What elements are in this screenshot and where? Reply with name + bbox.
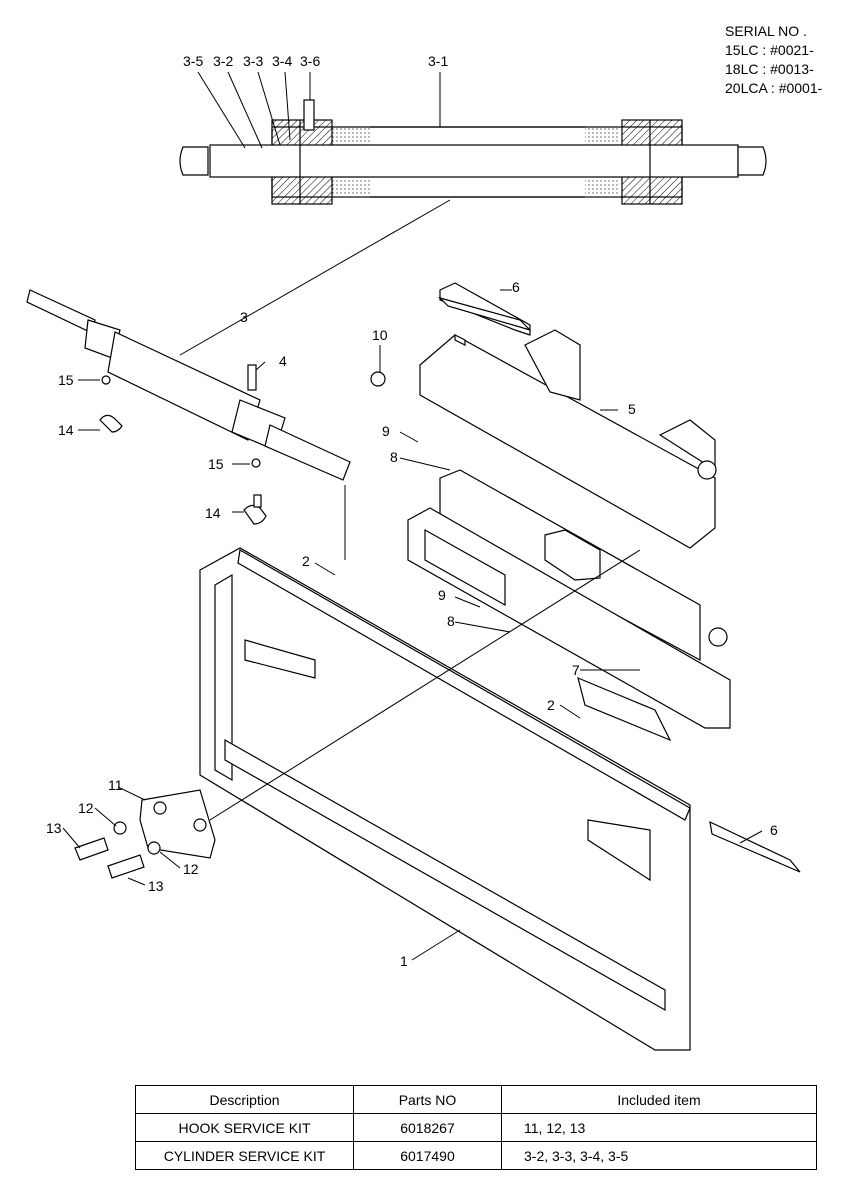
row-included-item: 11, 12, 13 bbox=[501, 1113, 817, 1142]
callout-3-2: 3-2 bbox=[213, 53, 233, 69]
hook-assembly bbox=[74, 296, 801, 879]
callout-4: 4 bbox=[279, 353, 287, 369]
callout-3-6: 3-6 bbox=[300, 53, 320, 69]
callout-7: 7 bbox=[572, 662, 580, 678]
callout-15-lower: 15 bbox=[208, 456, 224, 472]
row-included-item: 3-2, 3-3, 3-4, 3-5 bbox=[501, 1141, 817, 1170]
serial-number-block: SERIAL NO . 15LC : #0021- 18LC : #0013- … bbox=[725, 22, 822, 98]
carriage-plate bbox=[407, 469, 731, 742]
table-header-row: Description Parts NO Included item bbox=[135, 1085, 817, 1114]
callout-6-top: 6 bbox=[512, 279, 520, 295]
table-row: HOOK SERVICE KIT 6018267 11, 12, 13 bbox=[135, 1113, 817, 1142]
serial-line-18lc: 18LC : #0013- bbox=[725, 61, 814, 77]
callout-11: 11 bbox=[108, 777, 123, 793]
callout-3-4: 3-4 bbox=[272, 53, 292, 69]
leader-lines bbox=[62, 71, 763, 961]
callout-labels: 3-5 3-2 3-3 3-4 3-6 3-1 3 6 10 4 5 15 14… bbox=[46, 53, 778, 969]
header-included-item: Included item bbox=[501, 1085, 817, 1114]
callout-3-5: 3-5 bbox=[183, 53, 203, 69]
callout-8-lower: 8 bbox=[447, 613, 455, 629]
callout-15-upper: 15 bbox=[58, 372, 74, 388]
row-description: CYLINDER SERVICE KIT bbox=[135, 1141, 354, 1170]
callout-2-upper: 2 bbox=[302, 553, 310, 569]
cylinder-detail-section bbox=[179, 99, 767, 205]
callout-8-upper: 8 bbox=[390, 449, 398, 465]
row-description: HOOK SERVICE KIT bbox=[135, 1113, 354, 1142]
callout-5: 5 bbox=[628, 401, 636, 417]
callout-13-lower: 13 bbox=[148, 878, 164, 894]
callout-10: 10 bbox=[372, 327, 388, 343]
callout-3: 3 bbox=[240, 309, 248, 325]
callout-14-lower: 14 bbox=[205, 505, 221, 521]
callout-9-lower: 9 bbox=[438, 587, 446, 603]
callout-13-upper: 13 bbox=[46, 820, 62, 836]
callout-9-upper: 9 bbox=[382, 423, 390, 439]
callout-2-lower: 2 bbox=[547, 697, 555, 713]
serial-line-20lca: 20LCA : #0001- bbox=[725, 80, 823, 96]
callout-12-lower: 12 bbox=[183, 861, 199, 877]
callout-14-upper: 14 bbox=[58, 422, 74, 438]
row-parts-no: 6018267 bbox=[353, 1113, 502, 1142]
lift-cylinder bbox=[26, 289, 351, 525]
serial-line-15lc: 15LC : #0021- bbox=[725, 42, 814, 58]
callout-6-bottom: 6 bbox=[770, 822, 778, 838]
header-parts-no: Parts NO bbox=[353, 1085, 502, 1114]
callout-12-upper: 12 bbox=[78, 800, 94, 816]
serial-title: SERIAL NO . bbox=[725, 23, 807, 39]
header-description: Description bbox=[135, 1085, 354, 1114]
fork-plate-upper bbox=[419, 282, 717, 549]
callout-3-3: 3-3 bbox=[243, 53, 263, 69]
callout-3-1: 3-1 bbox=[428, 53, 448, 69]
callout-1: 1 bbox=[400, 953, 408, 969]
table-row: CYLINDER SERVICE KIT 6017490 3-2, 3-3, 3… bbox=[135, 1141, 817, 1170]
carriage-frame bbox=[199, 547, 691, 1051]
row-parts-no: 6017490 bbox=[353, 1141, 502, 1170]
service-kit-table: Description Parts NO Included item HOOK … bbox=[135, 1085, 817, 1170]
